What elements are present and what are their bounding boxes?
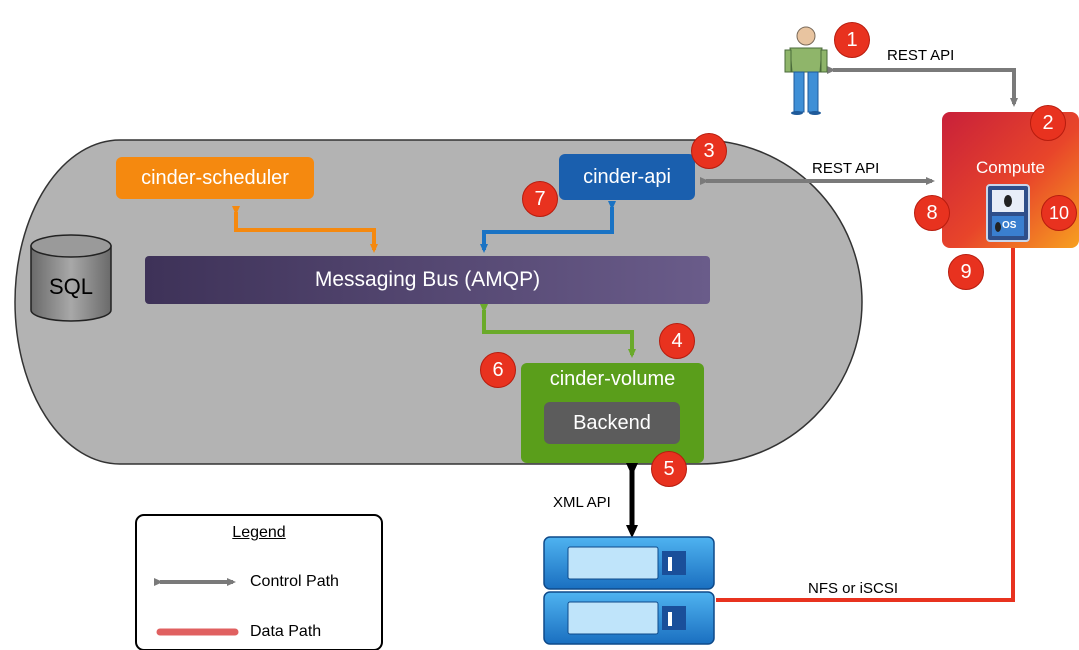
- cinder-scheduler-label: cinder-scheduler: [141, 166, 289, 189]
- step-badge-9: 9: [948, 254, 984, 290]
- vm-os-icon: [986, 184, 1030, 242]
- step-badge-10: 10: [1041, 195, 1077, 231]
- compute-label: Compute: [976, 158, 1045, 177]
- step-badge-6: 6: [480, 352, 516, 388]
- cinder-volume-label: cinder-volume: [549, 368, 676, 390]
- sql-database-icon: [30, 234, 112, 322]
- backend-label: Backend: [573, 411, 651, 434]
- messaging-bus-label: Messaging Bus (AMQP): [314, 268, 541, 291]
- os-icon-label: OS: [1002, 220, 1017, 231]
- storage-array-icon: [543, 536, 715, 645]
- cinder-api-label: cinder-api: [583, 165, 671, 188]
- data-path-label: NFS or iSCSI: [808, 580, 899, 597]
- sql-label: SQL: [48, 274, 94, 299]
- scheduler-bus-arrow: [232, 206, 378, 253]
- backend-box: Backend: [544, 402, 680, 444]
- messaging-bus: [145, 256, 710, 304]
- compute-rest-api-label: REST API: [812, 160, 880, 177]
- cinder-api-box: cinder-api: [559, 154, 695, 200]
- step-badge-2: 2: [1030, 105, 1066, 141]
- api-bus-arrow: [480, 201, 616, 253]
- user-person-icon: [784, 26, 828, 115]
- step-badge-7: 7: [522, 181, 558, 217]
- data-path-line: [716, 246, 1015, 602]
- step-badge-3: 3: [691, 133, 727, 169]
- legend-title: Legend: [232, 524, 286, 541]
- step-badge-4: 4: [659, 323, 695, 359]
- step-badge-5: 5: [651, 451, 687, 487]
- user-rest-api-label: REST API: [887, 47, 955, 64]
- xml-api-label: XML API: [553, 494, 611, 511]
- step-badge-8: 8: [914, 195, 950, 231]
- user-compute-arrow: [827, 66, 1018, 107]
- cinder-scheduler-box: cinder-scheduler: [116, 157, 314, 199]
- legend-control-label: Control Path: [250, 573, 339, 590]
- legend-data-label: Data Path: [250, 623, 322, 640]
- legend-box: [135, 514, 383, 650]
- step-badge-1: 1: [834, 22, 870, 58]
- bus-volume-arrow: [480, 304, 636, 358]
